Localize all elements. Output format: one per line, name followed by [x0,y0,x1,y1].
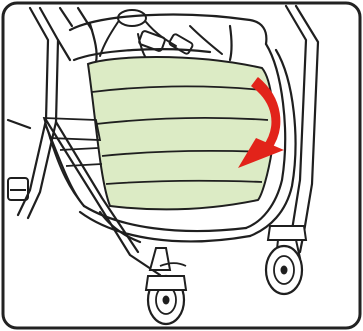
left-wheel-back [8,178,28,200]
front-right-wheel [266,226,306,294]
stroller-right-frame [286,6,318,252]
front-left-wheel [146,248,186,324]
seat-liner [88,57,274,209]
